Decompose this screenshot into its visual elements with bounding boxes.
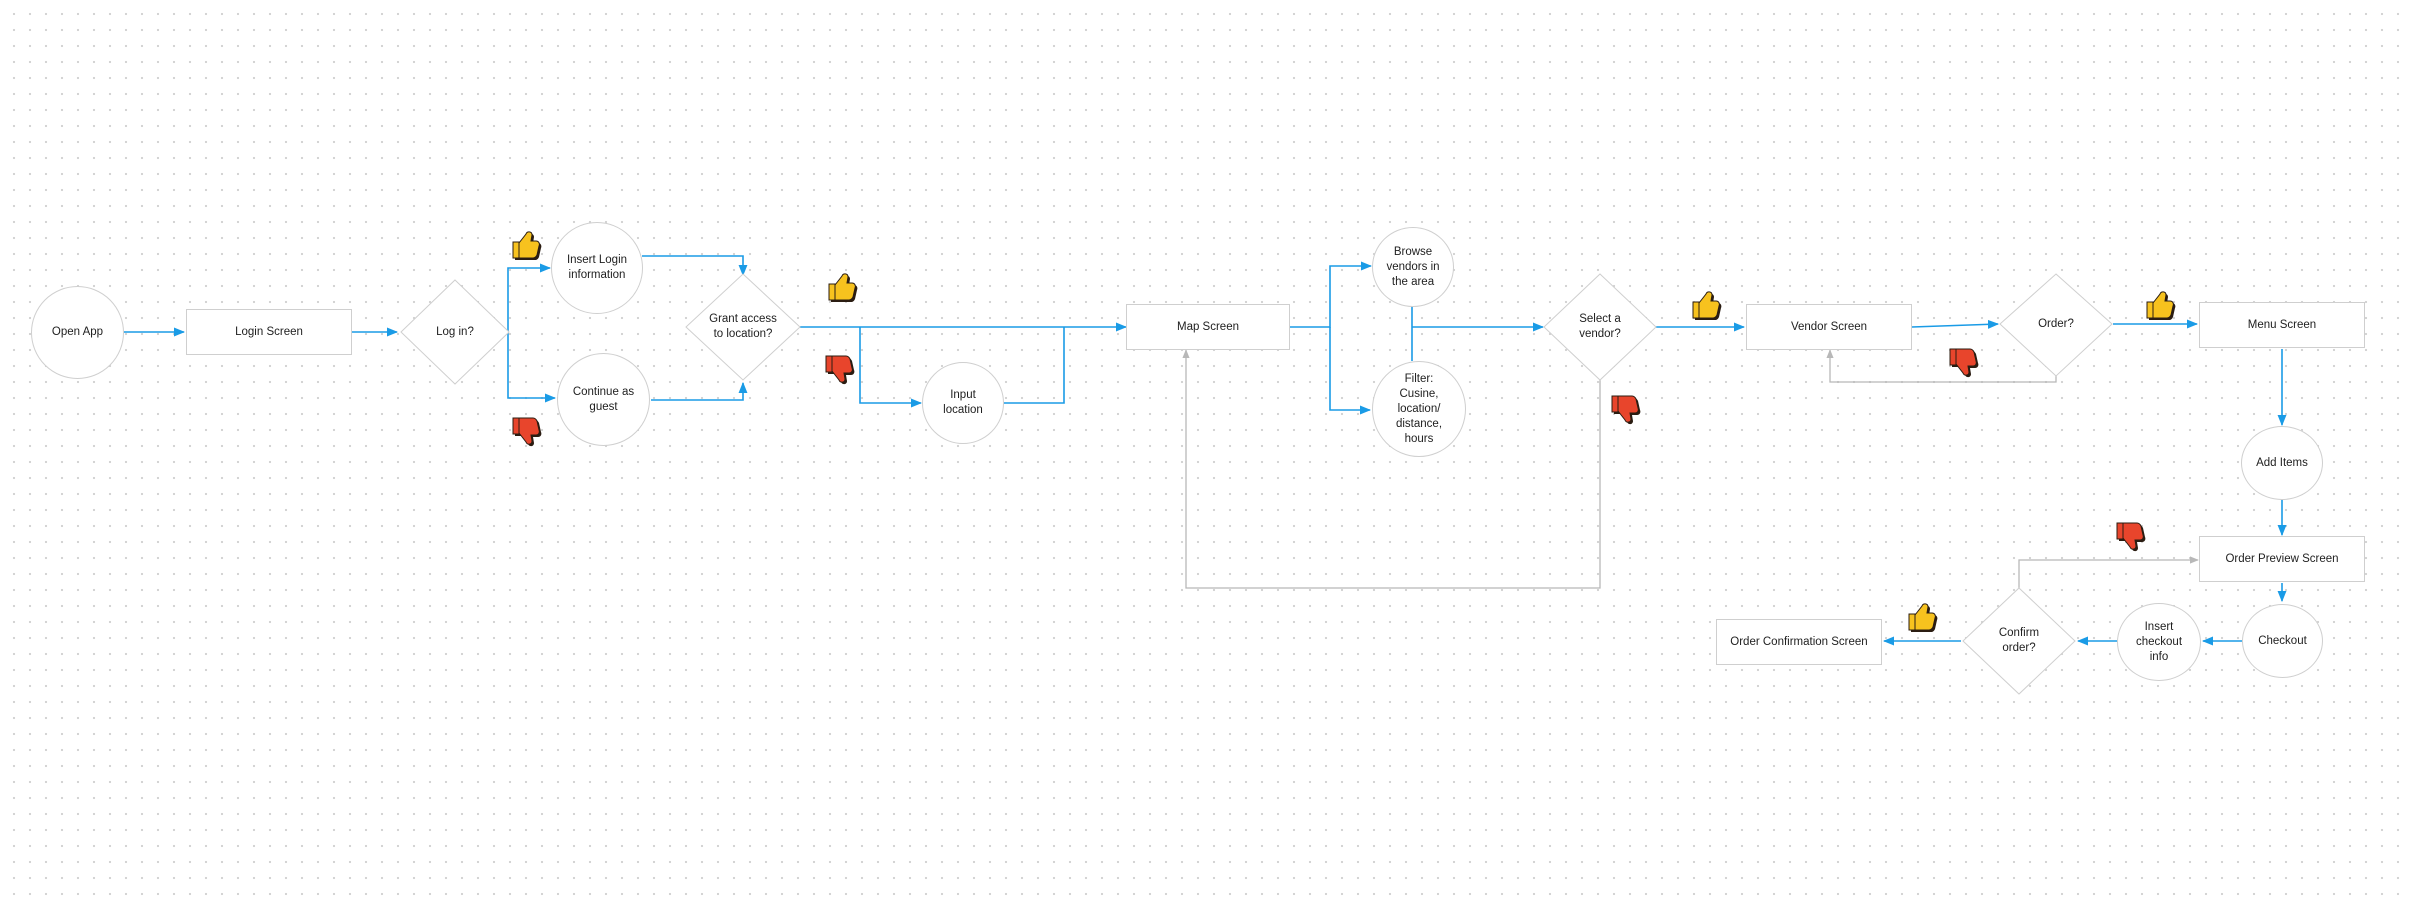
vendor-screen-box[interactable]: Vendor Screen: [1746, 304, 1912, 350]
arrow-input-to-map: [1004, 327, 1065, 404]
checkout-label: Checkout: [2258, 634, 2307, 647]
arrow-map-to-filter: [1329, 327, 1372, 415]
decision-select-vendor[interactable]: Select a vendor?: [1560, 309, 1640, 345]
order-preview-screen-label: Order Preview Screen: [2225, 552, 2339, 565]
insert-login-node[interactable]: Insert Login information: [551, 222, 643, 314]
arrow-insert-to-grant: [642, 255, 748, 277]
open-app-node[interactable]: Open App: [31, 286, 124, 379]
decision-log-in[interactable]: Log in?: [412, 316, 498, 348]
decision-grant-access-label: Grant access to location?: [709, 313, 777, 340]
decision-order-shape: [1999, 273, 2113, 377]
thumbs-up-icon: [828, 273, 858, 303]
decision-confirm-order-shape: [1962, 587, 2076, 695]
decision-log-in-label: Log in?: [436, 325, 474, 338]
continue-as-guest-node[interactable]: Continue as guest: [557, 353, 650, 446]
thumbs-down-icon: [512, 417, 542, 447]
decision-select-vendor-shape: [1543, 273, 1657, 381]
map-screen-label: Map Screen: [1176, 320, 1239, 333]
thumbs-up-icon: [1692, 291, 1722, 321]
arrow-vendor-to-order: [1911, 319, 2000, 329]
menu-screen-box[interactable]: Menu Screen: [2199, 302, 2365, 348]
order-confirmation-screen-box[interactable]: Order Confirmation Screen: [1716, 619, 1882, 665]
arrow-map-to-browse: [1290, 261, 1373, 328]
add-items-node[interactable]: Add Items: [2241, 426, 2323, 500]
insert-checkout-info-node[interactable]: Insert checkout info: [2117, 603, 2201, 681]
map-screen-box[interactable]: Map Screen: [1126, 304, 1290, 350]
thumbs-down-icon: [1949, 348, 1979, 378]
login-screen-box[interactable]: Login Screen: [186, 309, 352, 355]
filter-label: Filter: Cusine, location/ distance, hour…: [1395, 372, 1443, 445]
login-screen-label: Login Screen: [235, 325, 303, 338]
insert-checkout-info-label: Insert checkout info: [2135, 620, 2183, 663]
decision-confirm-order-label: Confirm order?: [1998, 627, 2040, 654]
arrow-guest-to-grant: [651, 381, 748, 401]
filter-node[interactable]: Filter: Cusine, location/ distance, hour…: [1372, 361, 1466, 457]
insert-login-label: Insert Login information: [566, 254, 628, 281]
arrow-login-no: [507, 332, 557, 403]
thumbs-down-icon: [825, 355, 855, 385]
arrow-browse-to-select: [1411, 306, 1543, 361]
return-select-to-map: [1182, 349, 1601, 589]
decision-order[interactable]: Order?: [2016, 308, 2096, 340]
arrow-login-yes: [507, 263, 552, 332]
checkout-node[interactable]: Checkout: [2242, 604, 2323, 678]
continue-as-guest-label: Continue as guest: [572, 385, 635, 413]
decision-order-label: Order?: [2038, 317, 2074, 330]
browse-vendors-node[interactable]: Browse vendors in the area: [1372, 227, 1454, 307]
return-order-to-vendor: [1826, 349, 2057, 383]
menu-screen-label: Menu Screen: [2247, 318, 2317, 331]
decision-select-vendor-label: Select a vendor?: [1579, 313, 1621, 340]
thumbs-up-icon: [512, 231, 542, 261]
browse-vendors-label: Browse vendors in the area: [1386, 245, 1440, 288]
thumbs-down-icon: [1611, 395, 1641, 425]
thumbs-up-icon: [1908, 603, 1938, 633]
input-location-node[interactable]: Input location: [922, 362, 1004, 444]
thumbs-down-icon: [2116, 522, 2146, 552]
decision-grant-access-shape: [685, 273, 801, 381]
decision-grant-access[interactable]: Grant access to location?: [704, 302, 782, 352]
arrow-grant-to-input: [859, 327, 923, 408]
order-preview-screen-box[interactable]: Order Preview Screen: [2199, 536, 2365, 582]
vendor-screen-label: Vendor Screen: [1790, 320, 1868, 333]
order-confirmation-screen-label: Order Confirmation Screen: [1730, 635, 1868, 648]
decision-confirm-order[interactable]: Confirm order?: [1981, 623, 2057, 659]
thumbs-up-icon: [2146, 291, 2176, 321]
add-items-label: Add Items: [2256, 456, 2308, 469]
decision-log-in-shape: [400, 279, 510, 385]
input-location-label: Input location: [943, 389, 983, 416]
open-app-label: Open App: [51, 326, 104, 338]
return-confirm-to-preview: [2018, 556, 2199, 594]
